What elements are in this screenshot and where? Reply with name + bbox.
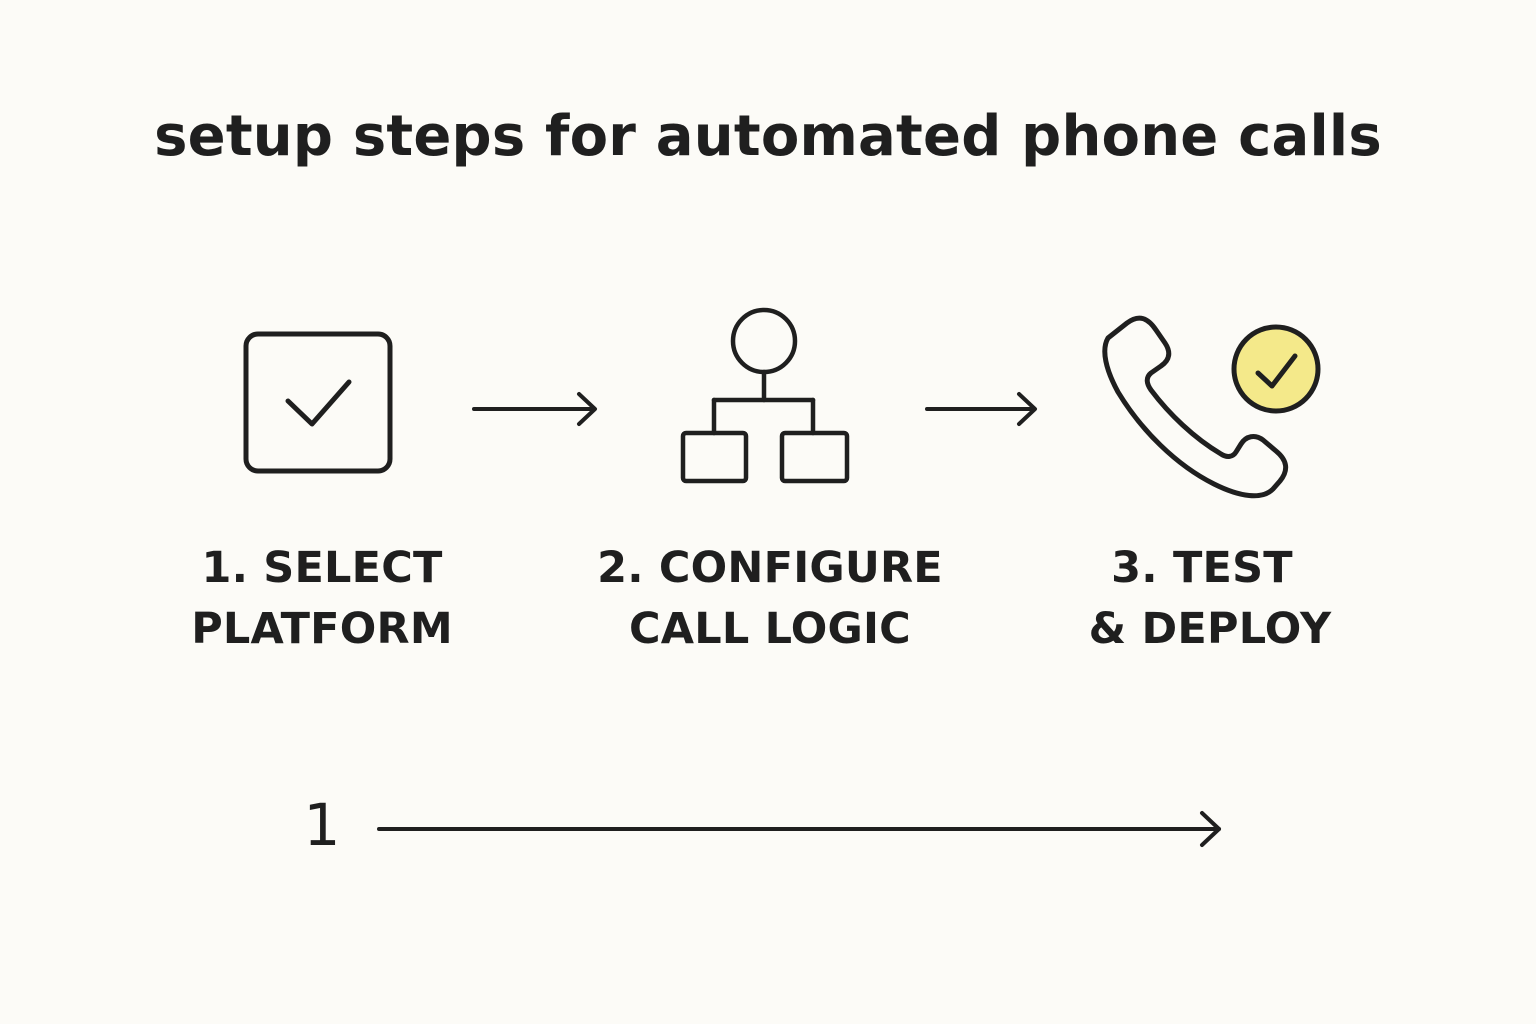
timeline-label: 1 xyxy=(303,791,341,859)
page-title: setup steps for automated phone calls xyxy=(154,104,1382,169)
step-2-line-2: CALL LOGIC xyxy=(629,604,911,654)
phone-icon xyxy=(1102,315,1289,499)
arrow-1-2-icon xyxy=(472,392,597,426)
step-1-line-1: 1. SELECT xyxy=(201,543,443,593)
step-2-label: 2. CONFIGURE CALL LOGIC xyxy=(592,538,948,660)
check-badge-icon xyxy=(1231,324,1321,414)
step-1-line-2: PLATFORM xyxy=(191,604,453,654)
check-mark-icon xyxy=(1255,353,1298,389)
step-2-line-1: 2. CONFIGURE xyxy=(597,543,943,593)
timeline-arrow-icon xyxy=(377,811,1221,847)
step-3-line-1: 3. TEST xyxy=(1111,543,1293,593)
flowchart-icon xyxy=(680,307,850,484)
arrow-2-3-icon xyxy=(925,392,1037,426)
checkbox-icon xyxy=(243,331,393,474)
step-3-line-2: & DEPLOY xyxy=(1088,604,1332,654)
step-3-label: 3. TEST & DEPLOY xyxy=(1070,538,1350,660)
step-1-label: 1. SELECT PLATFORM xyxy=(172,538,472,660)
phone-check-icon xyxy=(1102,315,1321,499)
